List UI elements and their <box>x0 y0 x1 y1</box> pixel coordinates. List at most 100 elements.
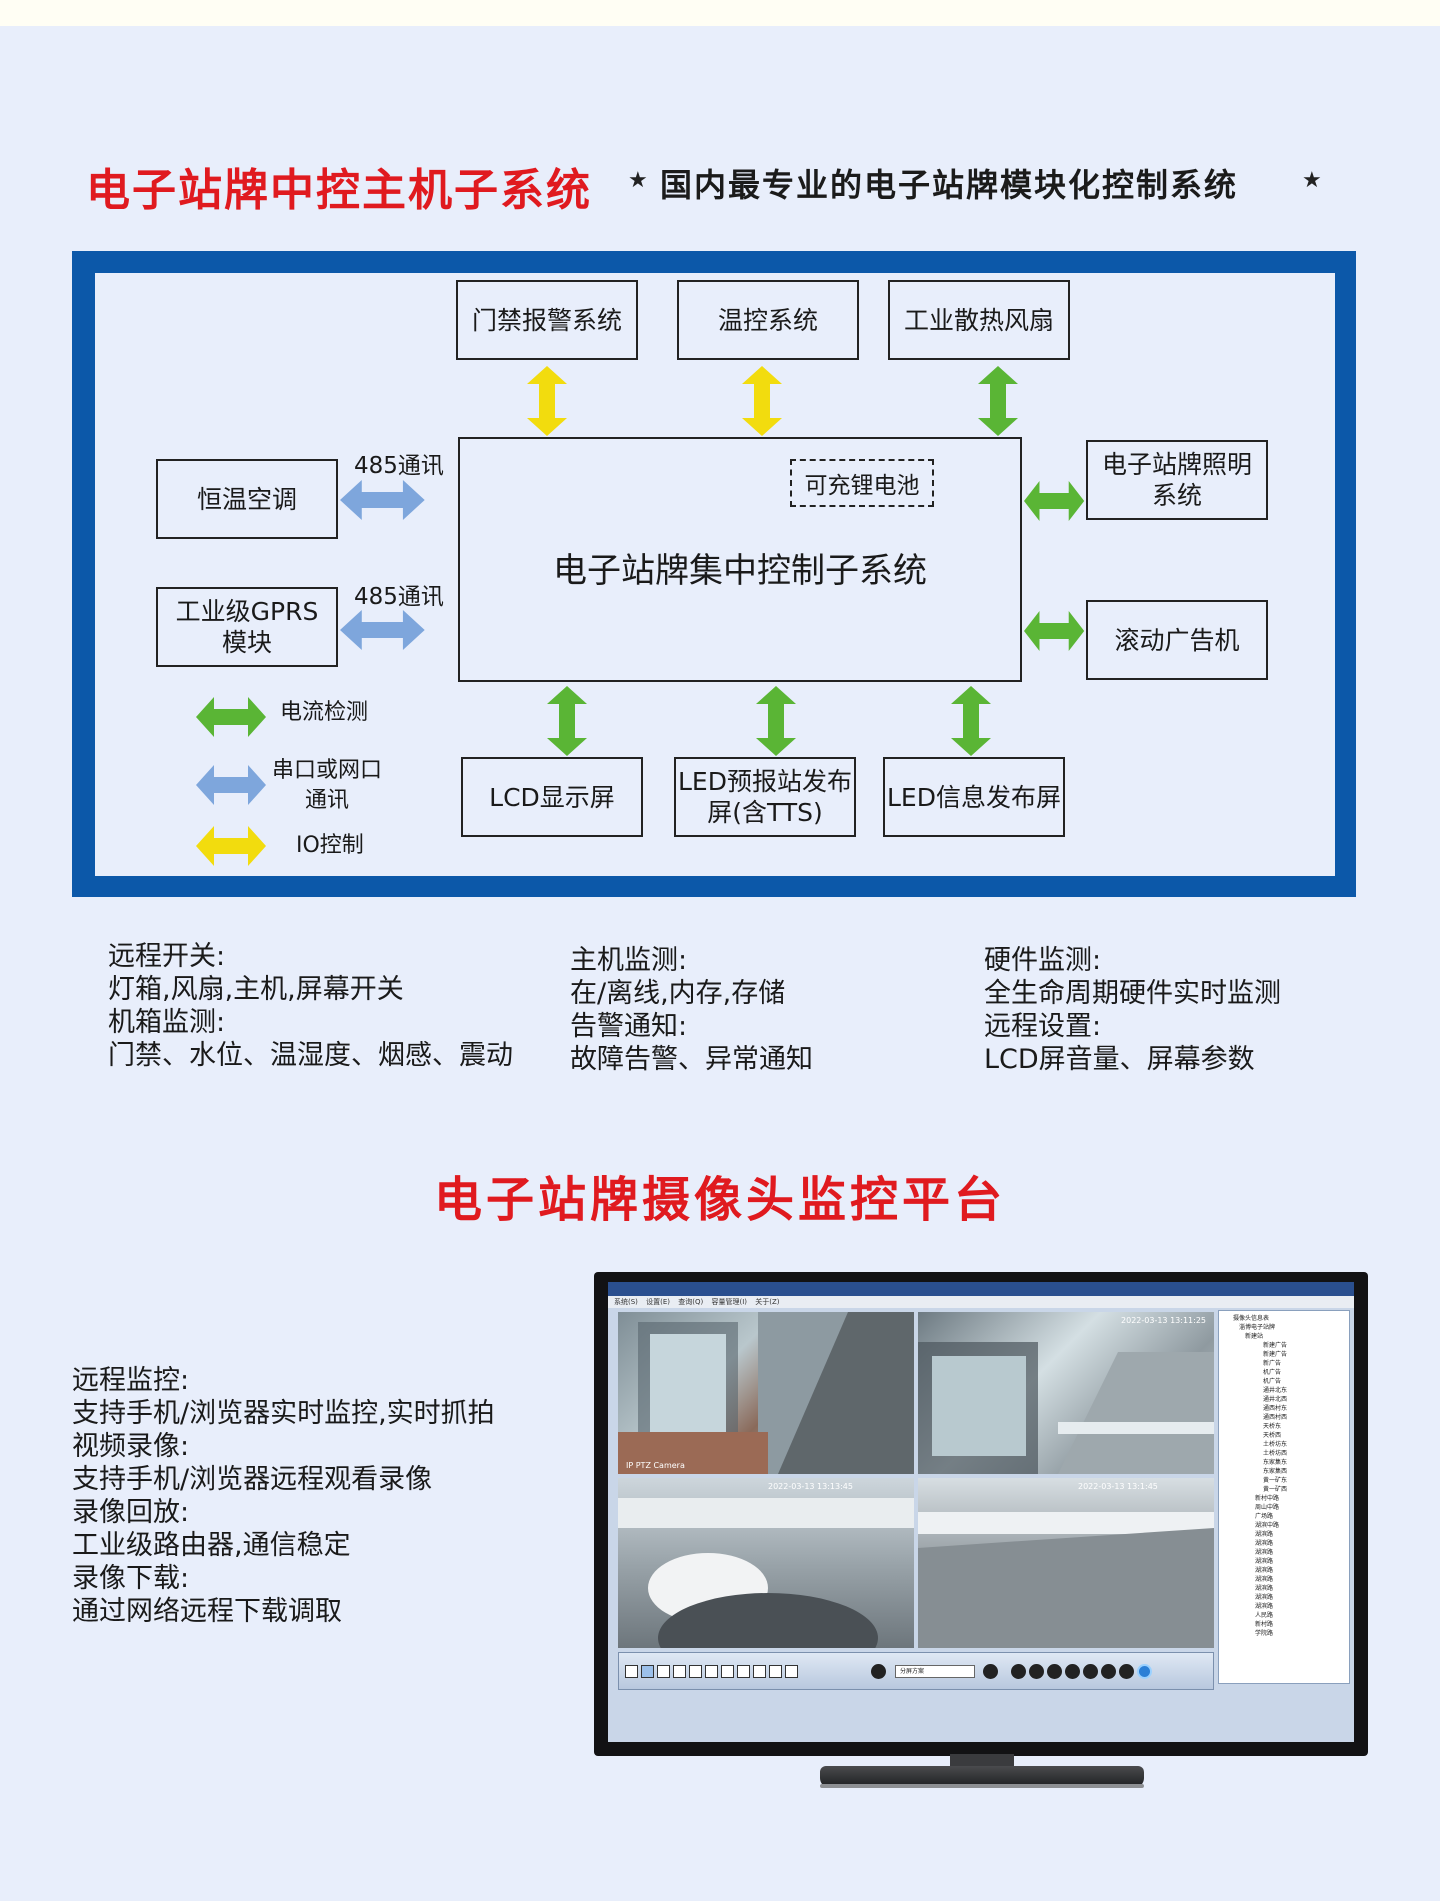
tree-item[interactable]: 东家集西 <box>1263 1468 1288 1475</box>
snapshot-icon[interactable] <box>1047 1664 1062 1679</box>
ptz-icon[interactable] <box>1011 1664 1026 1679</box>
layout-custom-button[interactable] <box>753 1665 766 1678</box>
layout-1-button[interactable] <box>625 1665 638 1678</box>
layout-4-button[interactable] <box>641 1665 654 1678</box>
feature-heading: 录像下载: <box>72 1563 190 1594</box>
tree-item[interactable]: 学院路 <box>1255 1630 1274 1637</box>
tree-item[interactable]: 新建站 <box>1245 1333 1264 1340</box>
tree-item[interactable]: 新村中路 <box>1255 1495 1280 1502</box>
led-info-box: LED信息发布屏 <box>883 757 1065 837</box>
tree-item[interactable]: 湖滨路 <box>1255 1540 1274 1547</box>
legend-io-arrow <box>196 826 266 866</box>
camera-scene <box>918 1512 1214 1648</box>
record-icon[interactable] <box>1029 1664 1044 1679</box>
feature-heading: 告警通知: <box>570 1011 688 1042</box>
io-arrow <box>527 366 567 436</box>
feature-heading: 远程监控: <box>72 1365 190 1396</box>
layout-13-button[interactable] <box>721 1665 734 1678</box>
door-alarm-box: 门禁报警系统 <box>456 280 638 360</box>
tree-item[interactable]: 淄博电子站牌 <box>1239 1324 1276 1331</box>
alert-button[interactable] <box>785 1665 798 1678</box>
layout-10-button[interactable] <box>705 1665 718 1678</box>
tree-item[interactable]: 通西村西 <box>1263 1414 1288 1421</box>
tree-item[interactable]: 湖滨路 <box>1255 1531 1274 1538</box>
feature-col-1: 远程开关: 灯箱,风扇,主机,屏幕开关 机箱监测: 门禁、水位、温湿度、烟感、震… <box>108 940 513 1072</box>
camera-feed-2[interactable]: 2022-03-13 13:11:25 <box>918 1312 1214 1474</box>
tree-item[interactable]: 湖滨路 <box>1255 1585 1274 1592</box>
camera-timestamp: 2022-03-13 13:11:25 <box>1121 1316 1206 1325</box>
menu-system[interactable]: 系统(S) <box>614 1298 638 1306</box>
top-strip <box>0 0 1440 26</box>
feature-text: 工业级路由器,通信稳定 <box>72 1530 351 1561</box>
edit-icon[interactable] <box>1083 1664 1098 1679</box>
tree-item[interactable]: 新村路 <box>1255 1621 1274 1628</box>
camera-scene <box>918 1342 1214 1474</box>
tree-item[interactable]: 土桥坊西 <box>1263 1450 1288 1457</box>
tree-item[interactable]: 湖滨路 <box>1255 1558 1274 1565</box>
tree-item[interactable]: 土桥坊东 <box>1263 1441 1288 1448</box>
tree-item[interactable]: 通井北西 <box>1263 1396 1288 1403</box>
camera-scene <box>618 1312 914 1474</box>
tree-item[interactable]: 机广告 <box>1263 1369 1282 1376</box>
volume-icon[interactable] <box>1119 1664 1134 1679</box>
feature-text: 支持手机/浏览器远程观看录像 <box>72 1464 433 1495</box>
tree-item[interactable]: 通西村东 <box>1263 1405 1288 1412</box>
section-title: 电子站牌摄像头监控平台 <box>433 1172 1006 1228</box>
tree-item[interactable]: 东家集东 <box>1263 1459 1288 1466</box>
feature-text: 在/离线,内存,存储 <box>570 978 786 1009</box>
tree-item[interactable]: 新建广告 <box>1263 1342 1288 1349</box>
feature-text: 灯箱,风扇,主机,屏幕开关 <box>108 974 404 1005</box>
layout-8-button[interactable] <box>673 1665 686 1678</box>
io-arrow <box>742 366 782 436</box>
tree-item[interactable]: 新广告 <box>1263 1360 1282 1367</box>
tree-item[interactable]: 周山中路 <box>1255 1504 1280 1511</box>
tree-item[interactable]: 人民路 <box>1255 1612 1274 1619</box>
camera-feed-3[interactable]: 2022-03-13 13:13:45 <box>618 1478 914 1648</box>
tree-item[interactable]: 湖滨路 <box>1255 1567 1274 1574</box>
power-icon[interactable] <box>1137 1664 1152 1679</box>
menu-query[interactable]: 查询(Q) <box>678 1298 704 1306</box>
tree-item[interactable]: 新建广告 <box>1263 1351 1288 1358</box>
camera-timestamp: 2022-03-13 13:1:45 <box>1078 1482 1158 1491</box>
tree-item[interactable]: 湖滨路 <box>1255 1549 1274 1556</box>
diagram-arrows <box>196 366 1085 866</box>
camera-feed-4[interactable]: 2022-03-13 13:1:45 <box>918 1478 1214 1648</box>
layout-6-button[interactable] <box>657 1665 670 1678</box>
monitor-stand-highlight <box>820 1784 1144 1788</box>
tree-item[interactable]: 湖滨路 <box>1255 1594 1274 1601</box>
menu-settings[interactable]: 设置(E) <box>646 1298 671 1306</box>
tree-item[interactable]: 天桥东 <box>1263 1423 1282 1430</box>
layout-9-button[interactable] <box>689 1665 702 1678</box>
tree-item[interactable]: 黄一矿西 <box>1263 1486 1288 1493</box>
feature-heading: 主机监测: <box>570 945 688 976</box>
menu-about[interactable]: 关于(Z) <box>755 1298 780 1306</box>
tree-item[interactable]: 湖滨路 <box>1255 1603 1274 1610</box>
tree-item[interactable]: 湖滨路 <box>1255 1576 1274 1583</box>
led-forecast-box: LED预报站发布 屏(含TTS) <box>674 757 856 837</box>
legend-comm-label: 串口或网口 通讯 <box>272 758 383 813</box>
gprs-box: 工业级GPRS 模块 <box>156 587 338 667</box>
link-label-485: 485通讯 <box>354 584 444 610</box>
next-icon[interactable] <box>983 1664 998 1679</box>
prev-icon[interactable] <box>871 1664 886 1679</box>
settings-icon[interactable] <box>1101 1664 1116 1679</box>
layout-select[interactable]: 分屏方案 <box>895 1665 975 1678</box>
feature-heading: 录像回放: <box>72 1497 190 1528</box>
app-titlebar <box>608 1282 1354 1296</box>
camera-scene <box>618 1498 914 1648</box>
tree-item[interactable]: 湖滨中路 <box>1255 1522 1280 1529</box>
fan-box: 工业散热风扇 <box>888 280 1070 360</box>
fullscreen-button[interactable] <box>769 1665 782 1678</box>
star-icon: ★ <box>628 168 648 193</box>
lock-icon[interactable] <box>1065 1664 1080 1679</box>
layout-16-button[interactable] <box>737 1665 750 1678</box>
camera-feed-1[interactable]: IP PTZ Camera <box>618 1312 914 1474</box>
camera-tree-panel[interactable]: 摄像头信息表 淄博电子站牌新建站新建广告新建广告新广告机广告机广告通井北东通井北… <box>1218 1310 1350 1684</box>
menu-capacity[interactable]: 容量管理(I) <box>711 1298 748 1306</box>
tree-item[interactable]: 广场路 <box>1255 1513 1274 1520</box>
tree-item[interactable]: 黄一矿东 <box>1263 1477 1288 1484</box>
tree-item[interactable]: 通井北东 <box>1263 1387 1288 1394</box>
feature-text: 通过网络远程下载调取 <box>72 1596 342 1627</box>
tree-item[interactable]: 天桥西 <box>1263 1432 1282 1439</box>
tree-item[interactable]: 机广告 <box>1263 1378 1282 1385</box>
